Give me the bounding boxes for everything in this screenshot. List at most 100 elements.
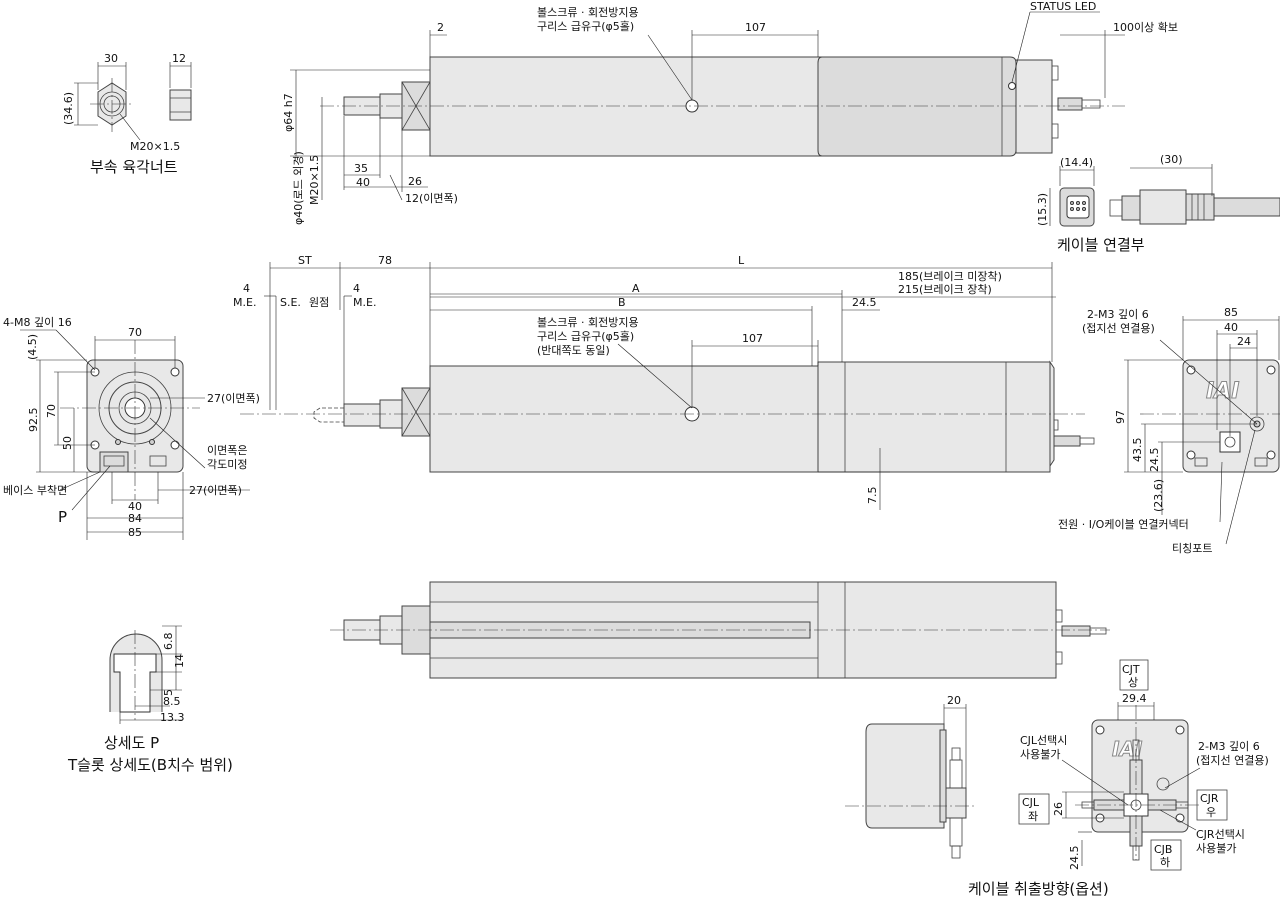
- dim-85a-label: 85: [128, 526, 142, 539]
- cable-100-label: 100이상 확보: [1113, 21, 1178, 34]
- cjl-select-note-1: CJL선택시: [1020, 734, 1067, 747]
- detail-p-subtitle: T슬롯 상세도(B치수 범위): [67, 756, 233, 774]
- me-a-label: M.E.: [233, 296, 256, 309]
- dim-20-label: 20: [947, 694, 961, 707]
- origin-label: 원점: [309, 296, 329, 309]
- dim-215-label: 215(브레이크 장착): [898, 283, 992, 296]
- grease-mid-line2: 구리스 급유구(φ5홀): [537, 330, 634, 343]
- dim-27b-label: 27(이면폭): [189, 484, 242, 497]
- m3b-note-1: 2-M3 깊이 6: [1198, 740, 1260, 753]
- nut-height-label: (34.6): [62, 92, 75, 125]
- phi64-label: φ64 h7: [282, 93, 295, 132]
- m3b-note-2: (접지선 연결용): [1196, 754, 1269, 767]
- cjt-box-line2: 상: [1128, 676, 1138, 689]
- phi40-label: φ40(로드 외경): [292, 151, 305, 225]
- me-b-label: M.E.: [353, 296, 376, 309]
- hex-nut-view: 30 12 (34.6) M20×1.5 부속 육각너트: [62, 52, 192, 176]
- conn-30-label: (30): [1160, 153, 1183, 166]
- dim-27a-label: 27(이면폭): [207, 392, 260, 405]
- dim-L-label: L: [738, 254, 745, 267]
- dim-185-label: 185(브레이크 미장착): [898, 270, 1002, 283]
- dim-70a-label: 70: [128, 326, 142, 339]
- dim-24-label: 24: [1237, 335, 1251, 348]
- iai-logo-bottom: IAI: [1112, 737, 1143, 761]
- cable-direction-end: IAI CJT 상 29.4 CJL선택시 사용불가 2-M3 깊이 6: [968, 659, 1269, 898]
- cjt-box-line1: CJT: [1122, 663, 1140, 676]
- cjl-box-line2: 좌: [1028, 810, 1038, 823]
- cjb-box-line2: 하: [1160, 855, 1170, 869]
- dim-45-label: (4.5): [26, 334, 39, 360]
- left-end-view: 4-M8 깊이 16 (4.5) 70 92.5 70 50 27(이면폭) 이…: [3, 316, 260, 540]
- teaching-port-label: 티칭포트: [1172, 542, 1212, 555]
- dim-26-label: 26: [408, 175, 422, 188]
- dim-B-label: B: [618, 296, 626, 309]
- dim-925-label: 92.5: [27, 408, 40, 433]
- cjl-box-line1: CJL: [1022, 796, 1040, 809]
- dim-245-label: 24.5: [852, 296, 877, 309]
- dim-40-label: 40: [356, 176, 370, 189]
- detail-p-title: 상세도 P: [104, 734, 159, 752]
- cjr-select-note-1: CJR선택시: [1196, 828, 1245, 841]
- dim-12-label: 12(이면폭): [405, 192, 458, 205]
- m3-note-1: 2-M3 깊이 6: [1087, 308, 1149, 321]
- cjl-select-note-2: 사용불가: [1020, 748, 1060, 761]
- cable-conn-title: 케이블 연결부: [1057, 236, 1145, 254]
- dim-A-label: A: [632, 282, 640, 295]
- dim-26b-label: 26: [1052, 802, 1065, 816]
- nut-width-label: 30: [104, 52, 118, 65]
- nut-thickness-label: 12: [172, 52, 186, 65]
- cable-direction-title: 케이블 취출방향(옵션): [968, 880, 1109, 898]
- dim-2-label: 2: [437, 21, 444, 34]
- dim-85b-label: 85: [1224, 306, 1238, 319]
- me4a-label: 4: [243, 282, 250, 295]
- p-14-label: 14: [173, 654, 186, 668]
- dim-50-label: 50: [61, 436, 74, 450]
- m8-label: 4-M8 깊이 16: [3, 316, 72, 329]
- dim-245c-label: 24.5: [1068, 846, 1081, 871]
- cable-connector-detail: (14.4) (15.3) (30) 케이블 연결부: [1036, 153, 1280, 254]
- middle-actuator-view: ST 78 L 185(브레이크 미장착) 215(브레이크 장착) A B 2…: [233, 254, 1095, 510]
- dim-107-mid: 107: [742, 332, 763, 345]
- m20-label: M20×1.5: [308, 155, 321, 205]
- dim-84-label: 84: [128, 512, 142, 525]
- dim-294-label: 29.4: [1122, 692, 1147, 705]
- conn-153-label: (15.3): [1036, 193, 1049, 226]
- cjr-select-note-2: 사용불가: [1196, 842, 1236, 855]
- conn-144-label: (14.4): [1060, 156, 1093, 169]
- detail-p-view: 6.8 14 5 8.5 13.3 상세도 P T슬롯 상세도(B치수 범위): [67, 625, 233, 774]
- base-mount-label: 베이스 부착면: [3, 484, 67, 497]
- iai-logo-right: IAI: [1206, 379, 1239, 404]
- right-end-view: IAI 2-M3 깊이 6 (접지선 연결용) 85 40 24 97 43.5: [1058, 306, 1280, 555]
- flat-note-2: 각도미정: [207, 458, 247, 471]
- p-68-label: 6.8: [162, 633, 175, 651]
- m3-note-2: (접지선 연결용): [1082, 322, 1155, 335]
- dim-107-top: 107: [745, 21, 766, 34]
- se-label: S.E.: [280, 296, 301, 309]
- dim-97-label: 97: [1114, 410, 1127, 424]
- grease-mid-line3: (반대쪽도 동일): [537, 343, 610, 357]
- cjb-box-line1: CJB: [1154, 843, 1172, 856]
- dim-236-label: (23.6): [1152, 479, 1165, 512]
- bottom-actuator-view: [330, 581, 1110, 679]
- p-5-label: 5: [162, 689, 175, 696]
- grease-top-line1: 볼스크류 · 회전방지용: [537, 6, 639, 19]
- detail-p-marker: P: [58, 508, 67, 526]
- dim-78-label: 78: [378, 254, 392, 267]
- dim-245b-label: 24.5: [1148, 448, 1161, 473]
- status-led-label: STATUS LED: [1030, 0, 1096, 13]
- dim-40c-label: 40: [1224, 321, 1238, 334]
- grease-mid-line1: 볼스크류 · 회전방지용: [537, 316, 639, 329]
- nut-title: 부속 육각너트: [90, 158, 178, 176]
- cjr-box-line1: CJR: [1200, 792, 1219, 805]
- me4b-label: 4: [353, 282, 360, 295]
- top-actuator-view: 2 볼스크류 · 회전방지용 구리스 급유구(φ5홀) 107 STATUS L…: [282, 0, 1178, 225]
- nut-thread-label: M20×1.5: [130, 140, 180, 153]
- dim-70b-label: 70: [45, 404, 58, 418]
- dim-75-label: 7.5: [866, 487, 879, 505]
- flat-note-1: 이면폭은: [207, 444, 247, 457]
- dim-435-label: 43.5: [1131, 438, 1144, 463]
- dim-40b-label: 40: [128, 500, 142, 513]
- cable-direction-side: 20: [845, 694, 975, 859]
- cjr-box-line2: 우: [1206, 806, 1216, 819]
